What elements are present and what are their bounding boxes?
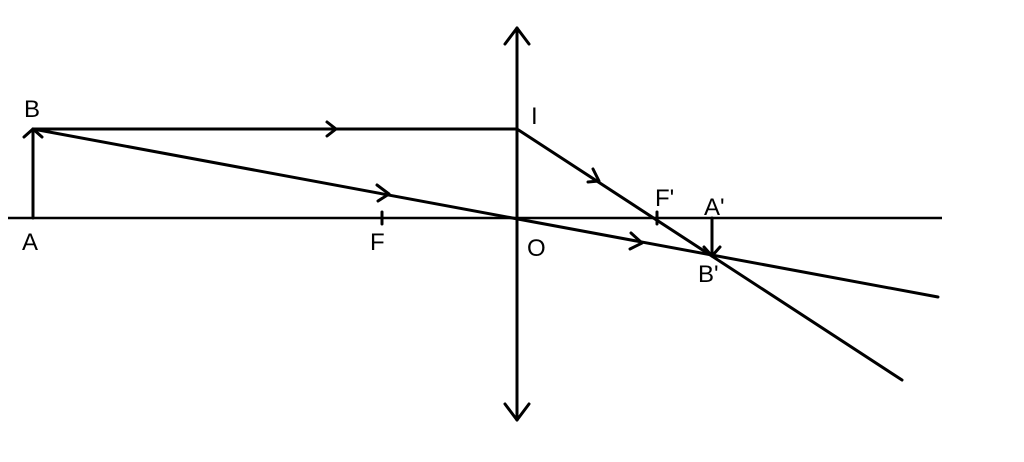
- central-ray: [31, 127, 940, 299]
- lens-top-arrowhead: [503, 26, 531, 46]
- parallel-ray-arrow: [325, 120, 338, 138]
- label-focus-object-side: F: [370, 229, 385, 256]
- label-optical-center: O: [527, 235, 546, 262]
- label-lens-point: I: [531, 103, 538, 130]
- lens-bottom-arrowhead: [503, 402, 531, 422]
- label-object-base: A: [22, 229, 38, 256]
- central-ray-arrow-1: [375, 183, 391, 203]
- central-ray-arrow-2: [628, 231, 644, 251]
- label-image-top: B': [698, 261, 719, 288]
- label-object-top: B: [24, 96, 40, 123]
- refracted-ray-arrow: [586, 167, 601, 184]
- image-arrowhead: [702, 245, 722, 258]
- label-image-base: A': [704, 194, 725, 221]
- label-focus-image-side: F': [655, 185, 674, 212]
